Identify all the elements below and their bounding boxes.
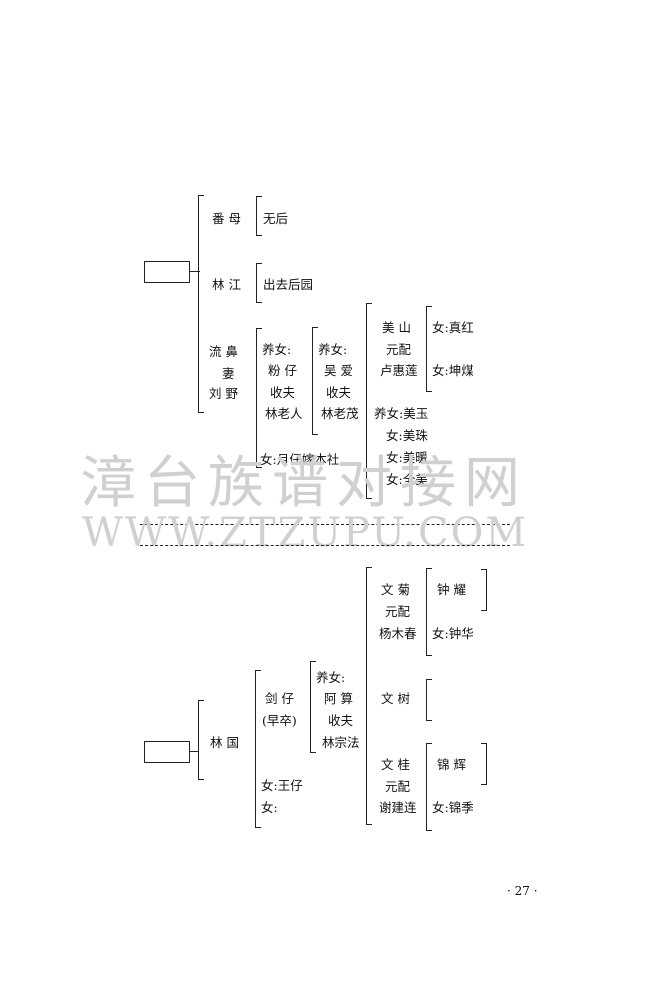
note-yuezai: 女:月仔嫁本社 bbox=[260, 452, 340, 467]
name-wangzai: 女:王仔 bbox=[261, 778, 303, 793]
name-luhuilian: 卢惠莲 bbox=[380, 363, 418, 378]
label-shoufu-3: 收夫 bbox=[328, 713, 354, 728]
bracket-meishan bbox=[426, 306, 432, 392]
label-yuanpei-1: 元配 bbox=[386, 342, 412, 357]
bracket-gen1-bottom bbox=[198, 700, 204, 780]
name-linlaoren: 林老人 bbox=[265, 406, 303, 421]
bracket-asuan bbox=[366, 567, 372, 825]
name-zhonghua: 女:钟华 bbox=[432, 626, 474, 641]
bracket-linguo bbox=[255, 670, 261, 828]
name-quanmei: 女:全美 bbox=[386, 472, 428, 487]
divider-bottom bbox=[140, 545, 510, 546]
label-shoufu-2: 收夫 bbox=[326, 385, 352, 400]
name-linzongfa: 林宗法 bbox=[322, 735, 360, 750]
name-zhongyao: 钟 耀 bbox=[437, 582, 466, 597]
connector-line-bottom bbox=[190, 751, 198, 752]
name-wenju: 文 菊 bbox=[381, 582, 410, 597]
name-linjiang: 林 江 bbox=[212, 277, 241, 292]
label-yuanpei-3: 元配 bbox=[385, 779, 411, 794]
bracket-liubi bbox=[256, 328, 262, 468]
name-jinhui: 锦 辉 bbox=[437, 757, 466, 772]
name-wenshu: 文 树 bbox=[381, 691, 410, 706]
name-meizhu: 女:美珠 bbox=[386, 428, 428, 443]
name-yangmuchun: 杨木春 bbox=[379, 626, 417, 641]
connector-line-top bbox=[190, 271, 200, 272]
name-liubi: 流 鼻 bbox=[209, 344, 238, 359]
bracket-zhongyao bbox=[481, 569, 487, 611]
watermark-cn: 漳台族谱对接网 bbox=[80, 451, 528, 516]
label-yuanpei-2: 元配 bbox=[385, 604, 411, 619]
name-jinji: 女:锦季 bbox=[432, 800, 474, 815]
name-meiyu: 养女:美玉 bbox=[374, 406, 429, 421]
name-kunmei: 女:坤煤 bbox=[432, 363, 474, 378]
name-wuai: 吴 爱 bbox=[324, 363, 353, 378]
bracket-fanmu bbox=[256, 196, 262, 236]
name-xiejianlian: 谢建连 bbox=[379, 800, 417, 815]
name-fanmu: 番 母 bbox=[212, 211, 241, 226]
note-zaozu: (早卒) bbox=[262, 713, 297, 728]
watermark-en: WWW.ZTZUPU.COM bbox=[82, 510, 529, 556]
bracket-wenju bbox=[426, 568, 432, 656]
bracket-wuai bbox=[366, 303, 372, 499]
name-liuye: 刘 野 bbox=[209, 386, 238, 401]
label-yangnv-1: 养女: bbox=[262, 342, 292, 357]
name-wengui: 文 桂 bbox=[381, 757, 410, 772]
placeholder-box-bottom bbox=[144, 741, 190, 763]
bracket-jianzai bbox=[310, 661, 316, 753]
name-linlaomao: 林老茂 bbox=[321, 406, 359, 421]
note-wuhou: 无后 bbox=[263, 211, 289, 226]
bracket-fenzai bbox=[312, 327, 318, 435]
bracket-wenshu bbox=[426, 679, 432, 721]
label-shoufu-1: 收夫 bbox=[270, 385, 296, 400]
name-jianzai: 剑 仔 bbox=[265, 691, 294, 706]
name-linguo: 林 国 bbox=[210, 735, 239, 750]
bracket-jinhui bbox=[481, 743, 487, 785]
note-chuqu: 出去后园 bbox=[263, 277, 314, 292]
bracket-linjiang bbox=[256, 263, 262, 303]
bracket-gen1-top bbox=[198, 195, 204, 413]
name-meinuan: 女:美暖 bbox=[386, 450, 428, 465]
name-fenzai: 粉 仔 bbox=[268, 363, 297, 378]
name-meishan: 美 山 bbox=[382, 320, 411, 335]
name-asuan: 阿 算 bbox=[324, 691, 353, 706]
label-yangnv-2: 养女: bbox=[318, 342, 348, 357]
label-qi: 妻 bbox=[222, 366, 235, 381]
label-nv: 女: bbox=[261, 800, 278, 815]
label-yangnv-3: 养女: bbox=[316, 670, 346, 685]
placeholder-box-top bbox=[144, 261, 190, 283]
bracket-wengui bbox=[426, 743, 432, 831]
name-zhenhong: 女:真红 bbox=[432, 320, 474, 335]
divider-top bbox=[140, 524, 510, 525]
page-number: · 27 · bbox=[507, 884, 538, 898]
